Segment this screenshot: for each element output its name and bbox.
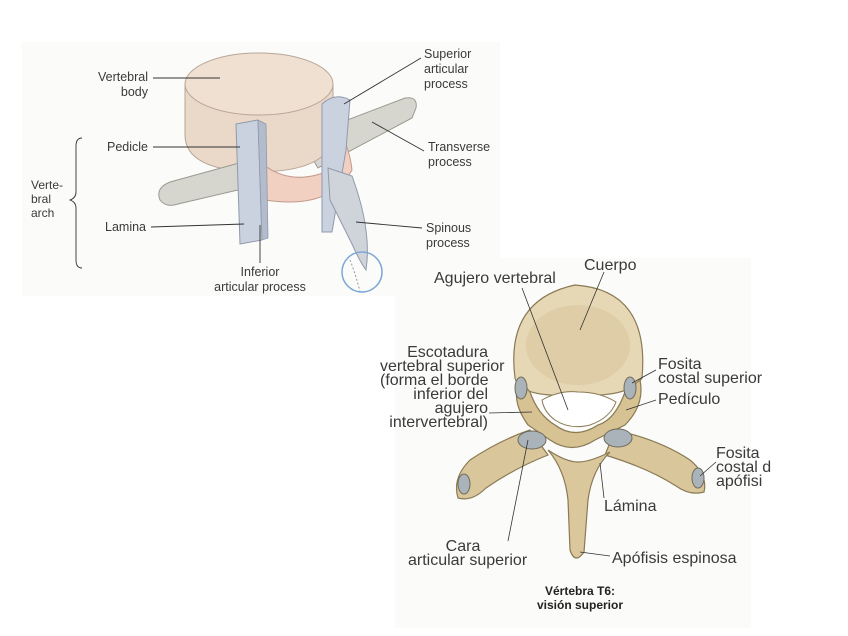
label-lamina: Lamina <box>105 220 146 234</box>
t6-facet-right <box>603 428 633 448</box>
label-apofisis-espinosa: Apófisis espinosa <box>612 550 737 567</box>
t6-costal-facet-left <box>514 376 528 400</box>
t6-vertebral-foramen <box>541 391 617 428</box>
label-agujero-vertebral: Agujero vertebral <box>434 270 556 287</box>
label-cuerpo: Cuerpo <box>584 257 637 274</box>
label-vertebral-arch: Verte- bral arch <box>31 178 64 220</box>
label-inferior-articular: Inferior articular process <box>214 265 306 294</box>
transverse-process-left-shape <box>158 159 256 206</box>
spinous-tip-marker <box>341 251 383 293</box>
label-fosita-costal-superior: Fosita costal superior <box>658 356 763 387</box>
label-superior-articular: Superior articular process <box>424 47 472 91</box>
label-vertebral-body: Vertebral body <box>97 70 148 99</box>
spinous-process-shape <box>327 167 368 272</box>
t6-facet-left <box>517 430 547 450</box>
label-pediculo: Pedículo <box>658 391 721 408</box>
label-fosita-costal-apofisis: Fosita costal d apófisi <box>716 445 772 490</box>
vertebral-body-top <box>184 52 334 116</box>
t6-transverse-facet-right <box>691 467 705 489</box>
label-cara-articular: Cara articular superior <box>408 538 528 569</box>
t6-spinous-process <box>547 449 611 559</box>
label-spinous-process: Spinous process <box>426 221 472 250</box>
t6-transverse-right <box>604 429 706 494</box>
t6-transverse-facet-left <box>457 473 471 495</box>
label-transverse-process: Transverse process <box>428 140 491 169</box>
label-lamina-t6: Lámina <box>604 498 657 515</box>
label-escotadura: Escotadura vertebral superior (forma el … <box>380 344 505 431</box>
label-pedicle: Pedicle <box>107 140 148 154</box>
t6-caption: Vértebra T6: visión superior <box>536 584 624 612</box>
t6-costal-facet-right <box>623 376 637 400</box>
